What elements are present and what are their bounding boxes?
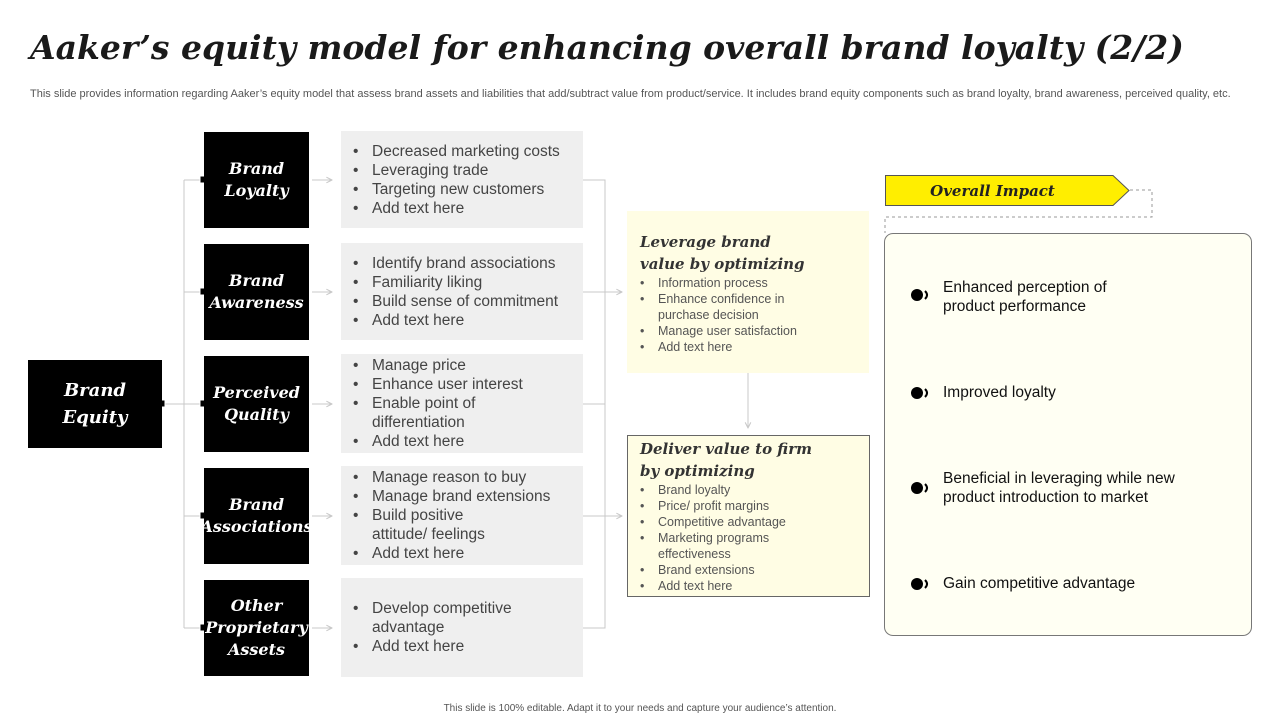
impact-text: Enhanced perception of product performan… xyxy=(943,279,1107,315)
list-item: Add text here xyxy=(353,544,583,563)
target-dot-icon xyxy=(911,289,928,301)
list-item: Add text here xyxy=(640,339,855,355)
brand-equity-box: Brand Equity xyxy=(28,360,162,448)
list-item: Manage brand extensions xyxy=(353,487,583,506)
list-item: Targeting new customers xyxy=(353,180,583,199)
list-item: Identify brand associations xyxy=(353,254,583,273)
list-item: Enhance user interest xyxy=(353,375,583,394)
list-item: Build sense of commitment xyxy=(353,292,583,311)
leverage-brand-value-box: Leverage brand value by optimizing Infor… xyxy=(627,211,869,373)
list-item: Manage reason to buy xyxy=(353,468,583,487)
category-label: Brand Loyalty xyxy=(224,159,289,200)
brand-equity-label: Brand Equity xyxy=(62,380,128,428)
target-dot-icon xyxy=(911,482,928,494)
category-label: Brand Associations xyxy=(200,495,313,536)
list-item: Add text here xyxy=(353,311,583,330)
impact-text: Gain competitive advantage xyxy=(943,575,1136,592)
brand-associations-points: Manage reason to buy Manage brand extens… xyxy=(341,466,583,565)
list-item: Add text here xyxy=(353,637,583,656)
perceived-quality-points: Manage price Enhance user interest Enabl… xyxy=(341,354,583,453)
category-other-proprietary-assets: Other Proprietary Assets xyxy=(204,580,309,676)
category-label: Brand Awareness xyxy=(209,271,304,312)
list-item: Brand extensions xyxy=(640,562,855,578)
overall-impact-banner: Overall Impact xyxy=(885,175,1130,206)
list-item: Familiarity liking xyxy=(353,273,583,292)
overall-impact-panel xyxy=(884,233,1252,636)
impact-text: Improved loyalty xyxy=(943,384,1056,401)
list-item: Build positive attitude/ feelings xyxy=(353,506,522,544)
category-brand-loyalty: Brand Loyalty xyxy=(204,132,309,228)
list-item: Develop competitive advantage xyxy=(353,599,542,637)
page-title: Aaker’s equity model for enhancing overa… xyxy=(30,28,1184,67)
list-item: Leveraging trade xyxy=(353,161,583,180)
category-brand-awareness: Brand Awareness xyxy=(204,244,309,340)
list-item: Add text here xyxy=(353,199,583,218)
brand-awareness-points: Identify brand associations Familiarity … xyxy=(341,243,583,340)
deliver-value-box: Deliver value to firm by optimizing Bran… xyxy=(627,435,870,597)
target-dot-icon xyxy=(911,578,928,590)
category-brand-associations: Brand Associations xyxy=(200,468,313,564)
list-item: Add text here xyxy=(640,578,855,594)
list-item: Enable point of differentiation xyxy=(353,394,542,432)
list-item: Price/ profit margins xyxy=(640,498,855,514)
list-item: Marketing programs effectiveness xyxy=(640,530,798,562)
list-item: Manage user satisfaction xyxy=(640,323,855,339)
target-dot-icon xyxy=(911,387,928,399)
category-label: Perceived Quality xyxy=(213,383,300,424)
other-assets-points: Develop competitive advantage Add text h… xyxy=(341,578,583,677)
list-item: Manage price xyxy=(353,356,583,375)
footer-note: This slide is 100% editable. Adapt it to… xyxy=(443,703,837,714)
banner-arrow-shape xyxy=(885,175,1130,206)
deliver-heading: Deliver value to firm by optimizing xyxy=(640,440,812,480)
list-item: Add text here xyxy=(353,432,583,451)
list-item: Enhance confidence in purchase decision xyxy=(640,291,813,323)
impact-text: Beneficial in leveraging while new produ… xyxy=(943,470,1175,506)
page-subtitle: This slide provides information regardin… xyxy=(30,88,1231,100)
brand-loyalty-points: Decreased marketing costs Leveraging tra… xyxy=(341,131,583,228)
list-item: Decreased marketing costs xyxy=(353,142,583,161)
overall-impact-label: Overall Impact xyxy=(930,181,1055,200)
list-item: Information process xyxy=(640,275,855,291)
list-item: Competitive advantage xyxy=(640,514,855,530)
list-item: Brand loyalty xyxy=(640,482,855,498)
leverage-heading: Leverage brand value by optimizing xyxy=(640,233,805,273)
category-perceived-quality: Perceived Quality xyxy=(204,356,309,452)
category-label: Other Proprietary Assets xyxy=(205,596,308,659)
